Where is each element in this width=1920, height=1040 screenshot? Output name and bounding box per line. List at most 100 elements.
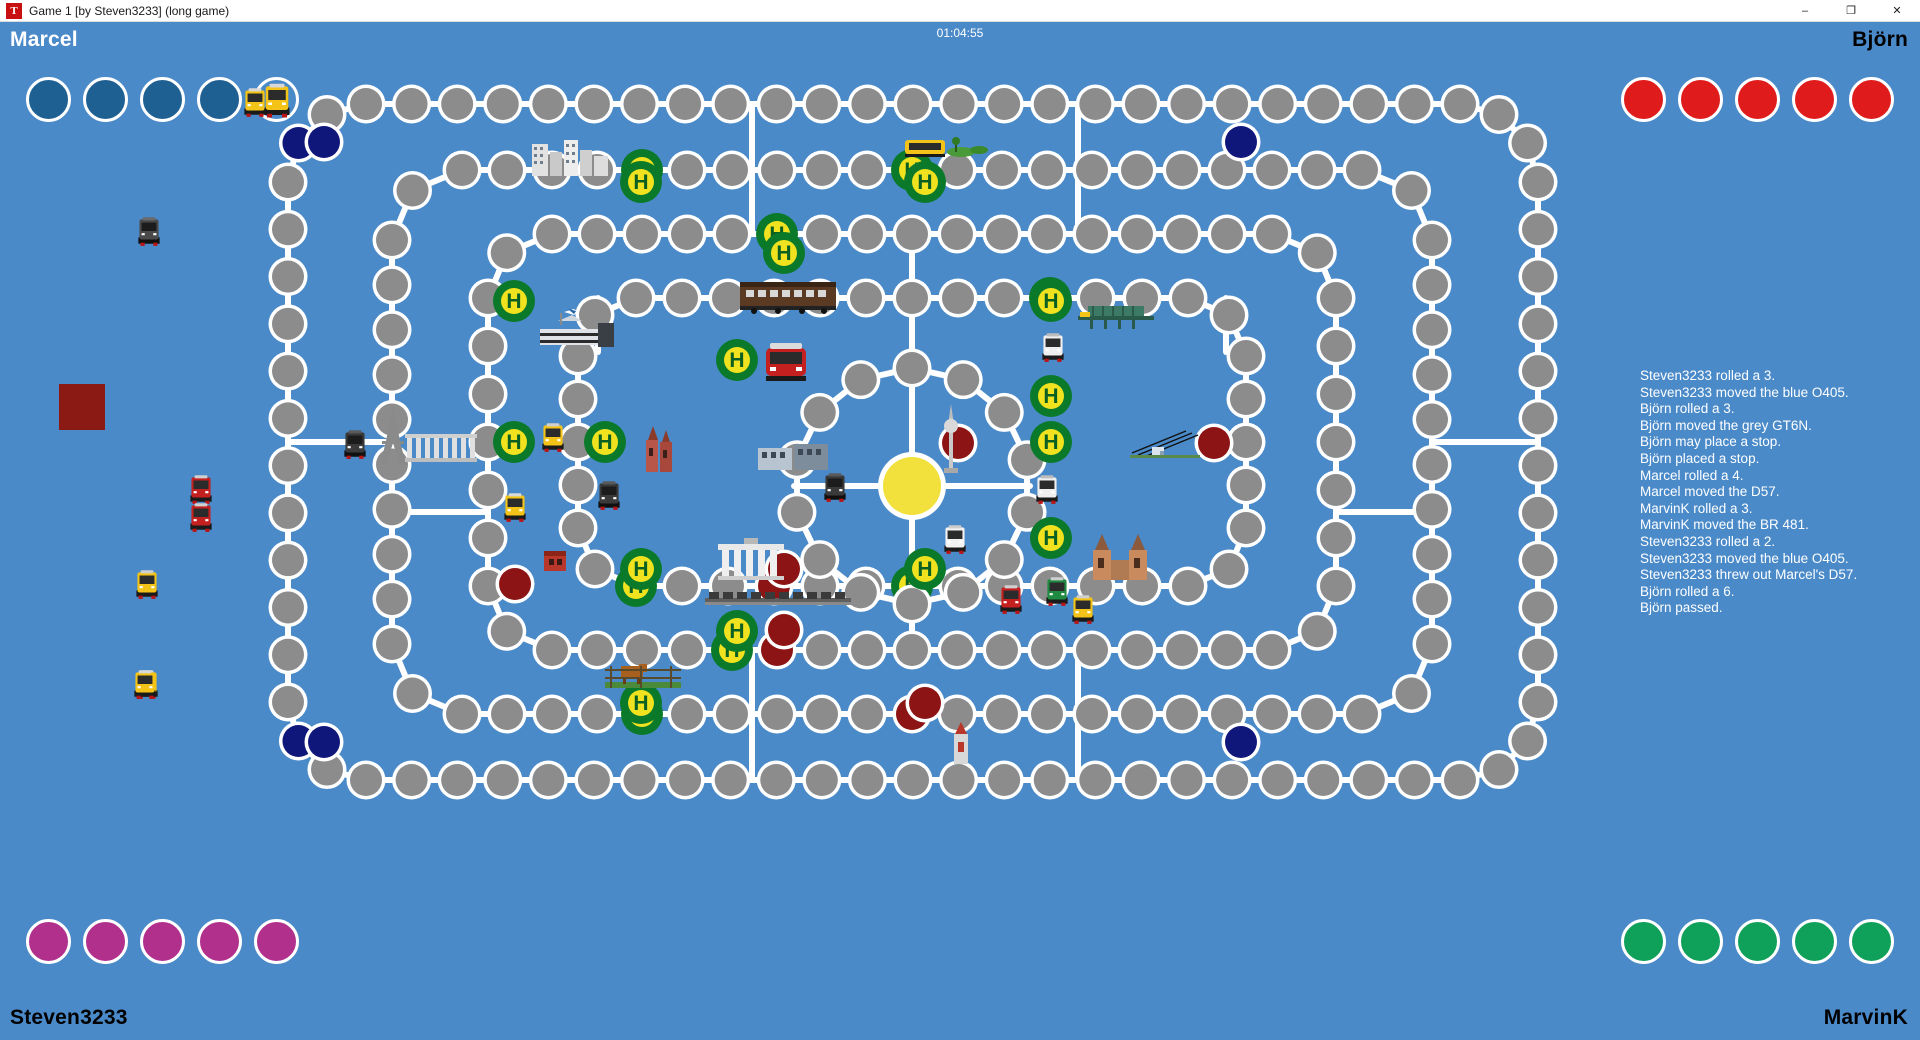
maximize-button[interactable]: ❐ bbox=[1846, 5, 1856, 17]
board-node bbox=[1117, 150, 1157, 190]
board-node bbox=[268, 162, 308, 202]
reserve-token-marcel[interactable] bbox=[197, 77, 242, 122]
reserve-token-marcel[interactable] bbox=[83, 77, 128, 122]
board-node bbox=[392, 84, 432, 124]
board-node bbox=[892, 348, 932, 388]
board-node bbox=[532, 214, 572, 254]
board-node bbox=[847, 214, 887, 254]
svg-text:H: H bbox=[633, 558, 648, 581]
svg-text:H: H bbox=[1043, 527, 1058, 550]
bus-dark-right-center[interactable] bbox=[818, 470, 852, 509]
board-node bbox=[1027, 214, 1067, 254]
board-node bbox=[574, 760, 614, 800]
reserve-token-marvink[interactable] bbox=[1678, 919, 1723, 964]
reserve-tokens-bjoern[interactable] bbox=[1621, 77, 1894, 122]
bus-grey-left[interactable] bbox=[132, 214, 166, 253]
board-node bbox=[1209, 549, 1249, 589]
reserve-token-steven3233[interactable] bbox=[197, 919, 242, 964]
reserve-token-steven3233[interactable] bbox=[26, 919, 71, 964]
reserve-token-marcel[interactable] bbox=[26, 77, 71, 122]
board-node bbox=[268, 351, 308, 391]
bus-red-lower-right[interactable] bbox=[994, 582, 1028, 621]
board-node bbox=[1412, 444, 1452, 484]
board-node bbox=[1316, 374, 1356, 414]
board-node bbox=[1075, 84, 1115, 124]
reserve-token-marvink[interactable] bbox=[1735, 919, 1780, 964]
board-node bbox=[1121, 760, 1161, 800]
vehicle-token-tram-yellow[interactable] bbox=[254, 77, 299, 122]
minimize-button[interactable]: – bbox=[1801, 4, 1809, 17]
tram-red-1[interactable] bbox=[184, 472, 218, 511]
app-icon: T bbox=[6, 2, 22, 19]
reserve-token-marvink[interactable] bbox=[1621, 919, 1666, 964]
board-node bbox=[1394, 760, 1434, 800]
stop-marker-h: H bbox=[716, 339, 758, 381]
tram-yellow-mid[interactable] bbox=[536, 420, 570, 459]
board-node bbox=[1316, 326, 1356, 366]
reserve-tokens-marvink[interactable] bbox=[1621, 919, 1894, 964]
board-node bbox=[622, 630, 662, 670]
board-node bbox=[984, 392, 1024, 432]
window-title-bar: T Game 1 [by Steven3233] (long game) – ❐… bbox=[0, 0, 1920, 22]
board-node bbox=[712, 150, 752, 190]
board-node bbox=[437, 84, 477, 124]
red-marker-node bbox=[495, 564, 535, 604]
stop-marker-h: H bbox=[1030, 280, 1072, 322]
board-node bbox=[532, 630, 572, 670]
board-node bbox=[1303, 760, 1343, 800]
blue-marker-node bbox=[304, 722, 344, 762]
reserve-token-bjoern[interactable] bbox=[1849, 77, 1894, 122]
svg-text:H: H bbox=[1043, 431, 1058, 454]
bus-dark-center-left[interactable] bbox=[338, 427, 372, 466]
board-node bbox=[1072, 694, 1112, 734]
u-bahn-yellow-bottom-left[interactable] bbox=[128, 667, 162, 706]
close-button[interactable]: ✕ bbox=[1892, 5, 1902, 17]
tram-yellow-reserve-marcel[interactable] bbox=[238, 85, 272, 124]
board-node bbox=[442, 150, 482, 190]
tram-white-upper-right[interactable] bbox=[1036, 330, 1070, 369]
blue-marker-node bbox=[304, 122, 344, 162]
board-node bbox=[558, 379, 598, 419]
board-node bbox=[1412, 400, 1452, 440]
board-node bbox=[487, 233, 527, 273]
bus-white-mid[interactable] bbox=[938, 522, 972, 561]
reserve-token-marcel[interactable] bbox=[140, 77, 185, 122]
reserve-token-bjoern[interactable] bbox=[1621, 77, 1666, 122]
board-node bbox=[268, 209, 308, 249]
board-node bbox=[802, 214, 842, 254]
board-node bbox=[1518, 351, 1558, 391]
tram-yellow-left[interactable] bbox=[130, 567, 164, 606]
log-line: Björn passed. bbox=[1640, 600, 1723, 616]
game-timer: 01:04:55 bbox=[936, 26, 984, 40]
board-node bbox=[1226, 379, 1266, 419]
bus-dark-mid[interactable] bbox=[592, 478, 626, 517]
reserve-token-steven3233[interactable] bbox=[254, 919, 299, 964]
reserve-tokens-marcel[interactable] bbox=[26, 77, 299, 122]
board-node bbox=[1316, 470, 1356, 510]
tram-red-2[interactable] bbox=[184, 500, 218, 539]
board-node bbox=[577, 694, 617, 734]
reserve-token-steven3233[interactable] bbox=[83, 919, 128, 964]
reserve-token-marvink[interactable] bbox=[1792, 919, 1837, 964]
red-sbahn-train-landmark bbox=[760, 340, 812, 389]
red-marker-node bbox=[1194, 423, 1234, 463]
board-node bbox=[372, 355, 412, 395]
city-skyline-landmark bbox=[530, 140, 610, 181]
u-bahn-yellow-mid[interactable] bbox=[498, 490, 532, 529]
reserve-token-marvink[interactable] bbox=[1849, 919, 1894, 964]
board-node bbox=[1518, 587, 1558, 627]
tram-yellow-lower-right[interactable] bbox=[1066, 592, 1100, 631]
reserve-token-bjoern[interactable] bbox=[1735, 77, 1780, 122]
reserve-tokens-steven3233[interactable] bbox=[26, 919, 299, 964]
reserve-token-bjoern[interactable] bbox=[1792, 77, 1837, 122]
stop-marker-h: H bbox=[1030, 421, 1072, 463]
game-board[interactable]: HHHHHHHHHHHHHHHHHHHHHHH bbox=[0, 22, 1920, 1040]
tram-white-right[interactable] bbox=[1030, 472, 1064, 511]
reserve-token-bjoern[interactable] bbox=[1678, 77, 1723, 122]
red-square-marker[interactable] bbox=[59, 384, 105, 430]
reserve-token-steven3233[interactable] bbox=[140, 919, 185, 964]
board-node bbox=[1072, 150, 1112, 190]
board-node bbox=[802, 630, 842, 670]
tram-green-lower-right[interactable] bbox=[1040, 574, 1074, 613]
game-area[interactable]: 01:04:55 Marcel Björn Steven3233 MarvinK… bbox=[0, 22, 1920, 1040]
